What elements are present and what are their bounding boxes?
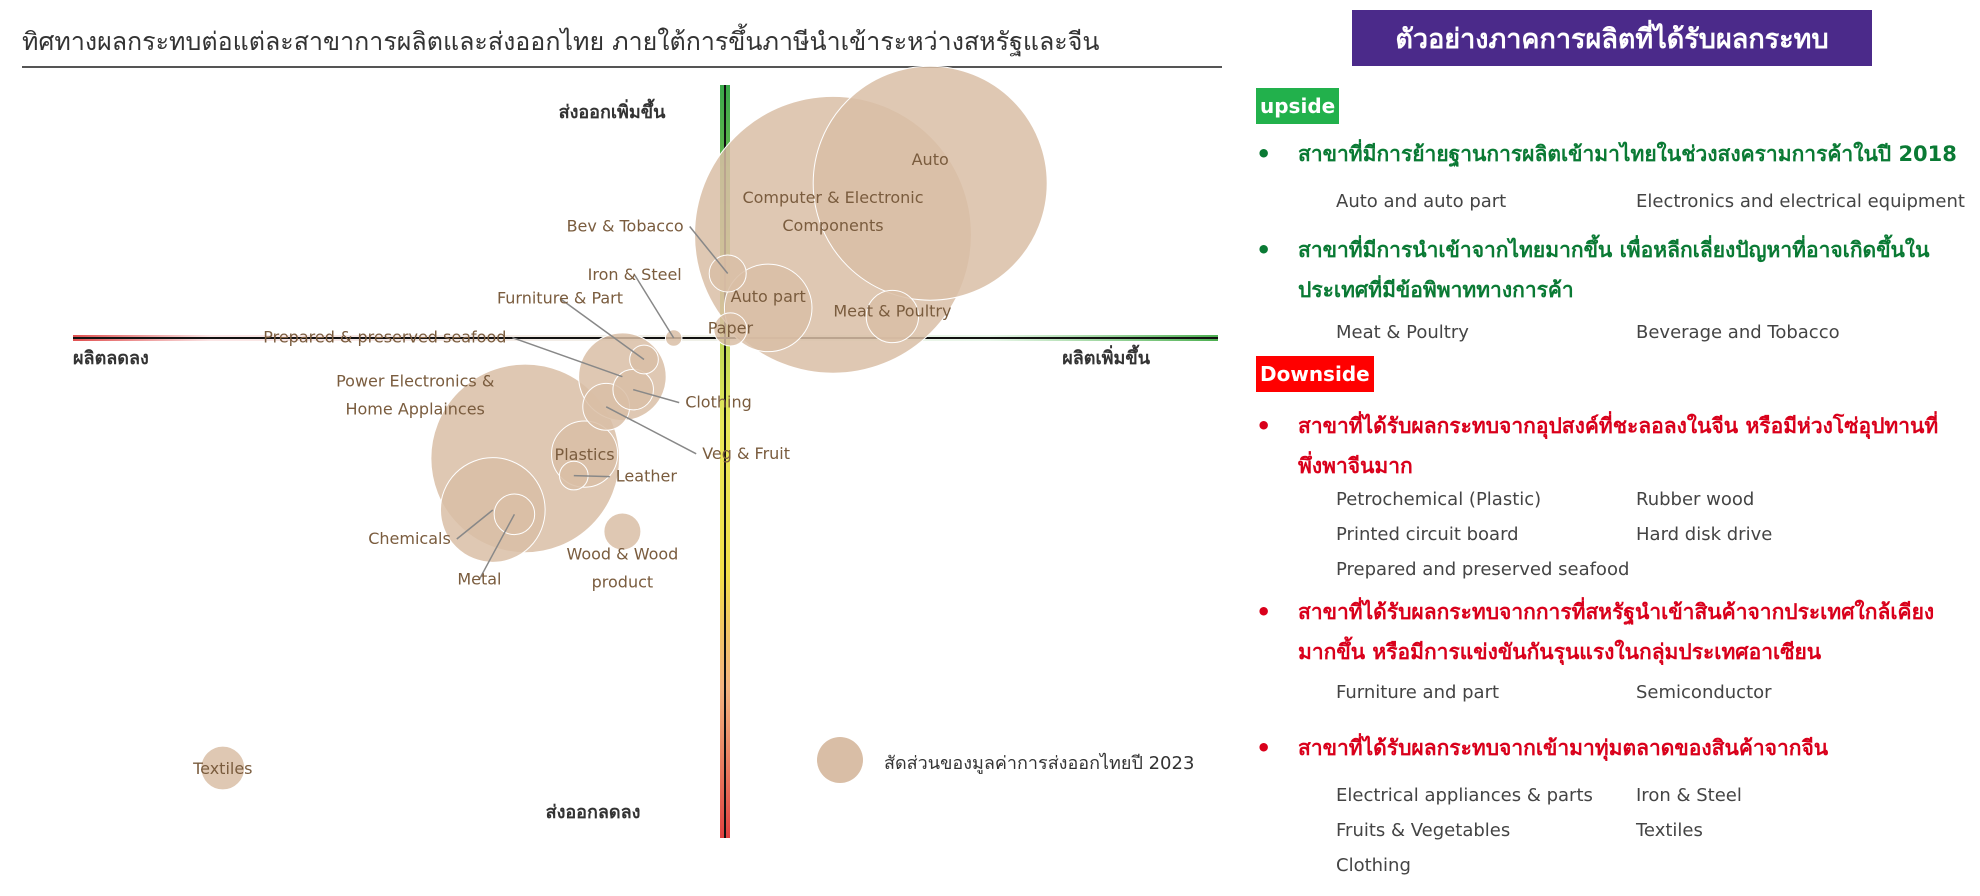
list-item: Semiconductor — [1636, 682, 1772, 703]
bubble-layer — [200, 65, 1048, 791]
upside-bullet: • สาขาที่มีการย้ายฐานการผลิตเข้ามาไทยในช… — [1252, 134, 1967, 174]
label-bev-tobacco: Bev & Tobacco — [567, 217, 684, 236]
label-power-electronics-home-applainces: Power Electronics &Home Applainces — [336, 371, 494, 418]
bubble-meat-poultry — [865, 289, 920, 344]
downside-badge: Downside — [1256, 356, 1374, 392]
bubble-wood-wood-product — [603, 512, 642, 551]
bullet-text: สาขาที่ได้รับผลกระทบจากการที่สหรัฐนำเข้า… — [1298, 600, 1935, 664]
bubble-textiles — [200, 745, 246, 791]
chart-title: ทิศทางผลกระทบต่อแต่ละสาขาการผลิตและส่งออ… — [22, 22, 1222, 68]
leader-clothing — [632, 388, 680, 404]
axis-label-left: ผลิตลดลง — [73, 348, 149, 369]
label-prepared-preserved-seafood: Prepared & preserved seafood — [263, 328, 506, 347]
bullet-dot: • — [1256, 140, 1272, 168]
upside-badge: upside — [1256, 88, 1340, 124]
bubble-auto — [812, 65, 1048, 301]
downside-bullet: • สาขาที่ได้รับผลกระทบจากอุปสงค์ที่ชะลอล… — [1252, 406, 1967, 486]
bullet-dot: • — [1256, 598, 1272, 626]
axis-label-bottom: ส่งออกลดลง — [546, 802, 641, 823]
upside-items-list: Meat & Poultry Beverage and Tobacco — [1336, 315, 1966, 350]
label-textiles: Textiles — [192, 759, 252, 778]
label-auto-part: Auto part — [731, 287, 806, 306]
bullet-dot: • — [1256, 412, 1272, 440]
leader-bev-tobacco — [689, 226, 729, 274]
bullet-text: สาขาที่มีการย้ายฐานการผลิตเข้ามาไทยในช่ว… — [1298, 142, 1957, 166]
label-plastics: Plastics — [555, 445, 615, 464]
axis-label-top: ส่งออกเพิ่มขึ้น — [559, 98, 666, 123]
label-clothing: Clothing — [685, 393, 752, 412]
leader-veg-fruit — [605, 406, 697, 455]
leader-metal — [478, 513, 516, 580]
impact-panel: ตัวอย่างภาคการผลิตที่ได้รับผลกระทบ upsid… — [1252, 8, 1972, 888]
bullet-dot: • — [1256, 734, 1272, 762]
list-item: Hard disk drive — [1636, 524, 1773, 545]
bullet-text: สาขาที่มีการนำเข้าจากไทยมากขึ้น เพื่อหลี… — [1298, 238, 1930, 302]
leader-furniture-part — [559, 297, 645, 361]
downside-bullet: • สาขาที่ได้รับผลกระทบจากการที่สหรัฐนำเข… — [1252, 592, 1967, 672]
label-meat-poultry: Meat & Poultry — [833, 302, 951, 321]
list-item: Printed circuit board — [1336, 524, 1519, 545]
leader-chemicals — [456, 509, 494, 540]
upside-items-list: Auto and auto part Electronics and electr… — [1336, 184, 1966, 219]
list-item: Prepared and preserved seafood — [1336, 559, 1630, 580]
bullet-text: สาขาที่ได้รับผลกระทบจากเข้ามาทุ่มตลาดของ… — [1298, 736, 1829, 760]
list-item: Beverage and Tobacco — [1636, 322, 1840, 343]
downside-items-list: Electrical appliances & parts Iron & Stee… — [1336, 778, 1966, 883]
label-metal: Metal — [457, 569, 501, 588]
legend-bubble — [817, 737, 863, 783]
list-item: Auto and auto part — [1336, 191, 1507, 212]
label-iron-steel: Iron & Steel — [588, 265, 682, 284]
list-item: Textiles — [1636, 820, 1703, 841]
downside-items-list: Furniture and part Semiconductor — [1336, 675, 1966, 710]
list-item: Petrochemical (Plastic) — [1336, 489, 1542, 510]
list-item: Electrical appliances & parts — [1336, 785, 1593, 806]
bullet-dot: • — [1256, 236, 1272, 264]
leader-leather — [573, 474, 610, 478]
label-chemicals: Chemicals — [368, 529, 451, 548]
leader-iron-steel — [634, 274, 675, 339]
downside-bullet: • สาขาที่ได้รับผลกระทบจากเข้ามาทุ่มตลาดข… — [1252, 728, 1967, 768]
list-item: Furniture and part — [1336, 682, 1500, 703]
list-item: Rubber wood — [1636, 489, 1755, 510]
label-leather: Leather — [616, 467, 678, 486]
legend-text: สัดส่วนของมูลค่าการส่งออกไทยปี 2023 — [884, 752, 1194, 774]
list-item: Iron & Steel — [1636, 785, 1742, 806]
bubble-paper — [713, 312, 748, 347]
label-paper: Paper — [708, 318, 754, 337]
panel-header: ตัวอย่างภาคการผลิตที่ได้รับผลกระทบ — [1352, 10, 1872, 66]
leader-lines — [456, 226, 729, 580]
upside-bullet: • สาขาที่มีการนำเข้าจากไทยมากขึ้น เพื่อห… — [1252, 230, 1967, 310]
list-item: Electronics and electrical equipment — [1636, 191, 1965, 212]
leader-prepared-preserved-seafood — [512, 336, 623, 378]
list-item: Meat & Poultry — [1336, 322, 1469, 343]
list-item: Fruits & Vegetables — [1336, 820, 1511, 841]
bullet-text: สาขาที่ได้รับผลกระทบจากอุปสงค์ที่ชะลอลงใ… — [1298, 414, 1939, 478]
list-item: Clothing — [1336, 855, 1411, 876]
axis-label-right: ผลิตเพิ่มขึ้น — [1062, 344, 1150, 369]
label-furniture-part: Furniture & Part — [497, 289, 623, 308]
label-veg-fruit: Veg & Fruit — [702, 444, 790, 463]
label-auto: Auto — [912, 150, 949, 169]
downside-items-list: Petrochemical (Plastic) Rubber woodPrinte… — [1336, 482, 1966, 587]
